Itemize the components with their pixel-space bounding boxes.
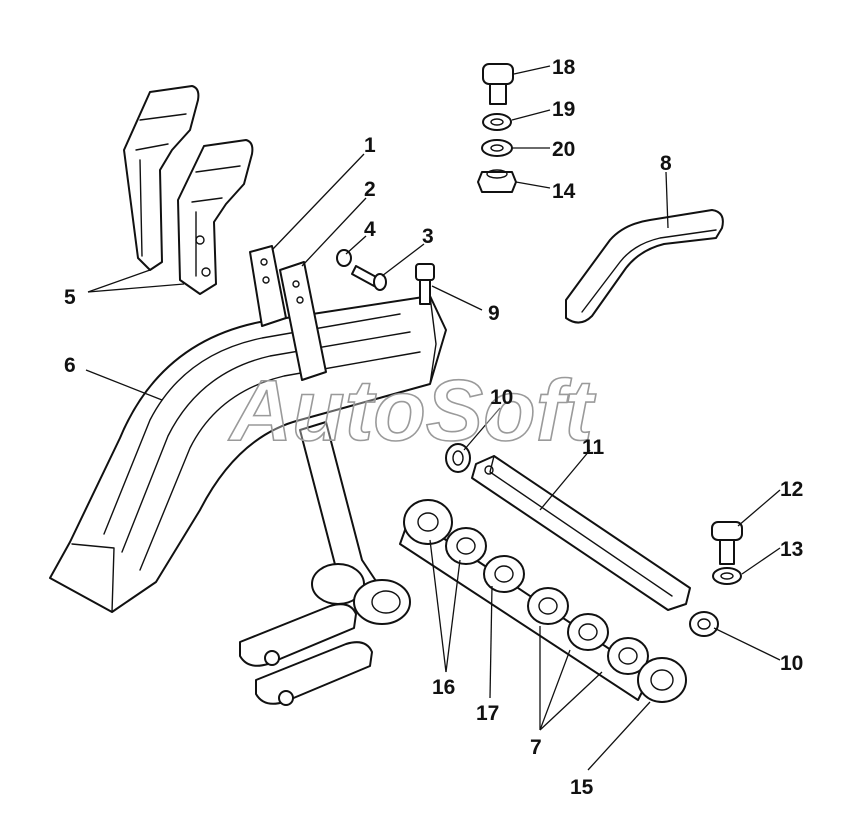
part-3-screw [351,265,387,291]
callout-11: 11 [582,436,605,459]
part-5-pedal-pads [123,85,254,295]
part-11-shaft [471,455,691,611]
callout-20: 20 [552,138,575,161]
callout-1: 1 [364,134,376,157]
callout-13: 13 [780,538,803,561]
part-10-clip-upper [445,443,471,473]
part-12-bolt [711,521,743,565]
callout-labels: 1 2 3 4 5 6 7 8 9 10 10 11 12 13 14 15 1… [64,56,803,799]
callout-5: 5 [64,286,76,309]
part-15-bushing [637,657,687,703]
callout-9: 9 [488,302,500,325]
callout-8: 8 [660,152,672,175]
part-14-nut [477,169,517,193]
callout-10-lower: 10 [780,652,803,675]
callout-17: 17 [476,702,499,725]
bushing-stack [399,499,687,703]
callout-7: 7 [530,736,542,759]
callout-10-upper: 10 [490,386,513,409]
part-17-bushing [483,555,525,593]
callout-14: 14 [552,180,576,203]
callout-12: 12 [780,478,803,501]
part-16-bushing-b [445,527,487,565]
callout-16: 16 [432,676,455,699]
part-19-washer [482,113,512,131]
part-9-bolt [415,263,435,305]
part-10-clip-lower [689,611,719,637]
part-8-pad [565,209,724,324]
callout-3: 3 [422,225,434,248]
part-4-washer [336,249,352,267]
part-1-2-lever-arms [239,245,411,706]
callout-18: 18 [552,56,576,79]
watermark-text: AutoSoft [228,363,596,459]
callout-2: 2 [364,178,376,201]
callout-15: 15 [570,776,594,799]
part-13-washer [712,567,742,585]
callout-6: 6 [64,354,76,377]
leader-lines [85,65,781,771]
callout-19: 19 [552,98,575,121]
part-18-bolt [482,63,514,105]
callout-4: 4 [364,218,376,241]
part-20-washer [481,139,513,157]
part-16-bushing-a [403,499,453,545]
